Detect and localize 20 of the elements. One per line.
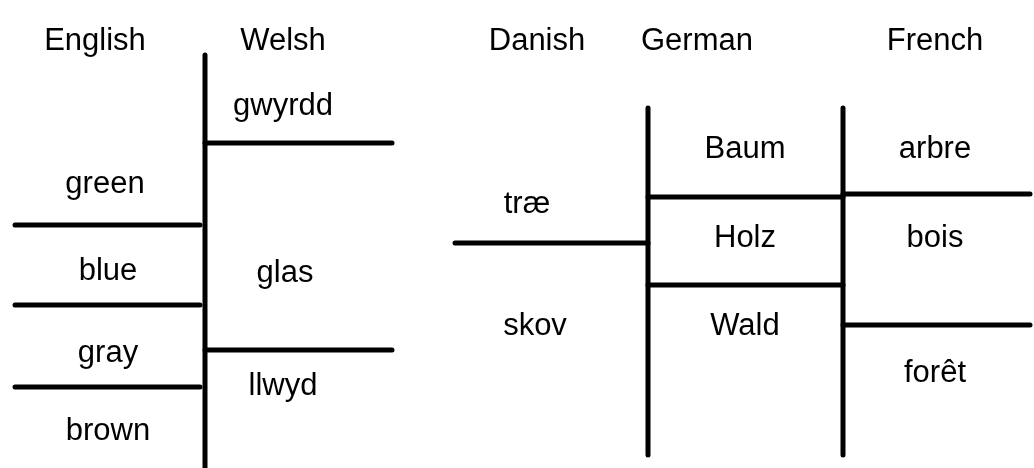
word-label: skov (503, 307, 567, 343)
language-heading: Welsh (240, 22, 326, 58)
language-heading: Danish (488, 22, 586, 58)
language-heading: French (886, 22, 984, 58)
language-heading: German (641, 22, 753, 58)
word-label: brown (65, 412, 151, 448)
word-label: gwyrdd (233, 87, 333, 123)
word-label: træ (503, 185, 551, 221)
word-label: gray (77, 334, 139, 370)
word-label: Holz (714, 219, 776, 255)
word-label: blue (78, 252, 138, 288)
word-label: glas (256, 254, 314, 290)
word-label: green (65, 165, 145, 201)
word-label: bois (906, 219, 964, 255)
word-label: Wald (710, 307, 780, 343)
word-label: Baum (704, 130, 786, 166)
word-label: llwyd (248, 367, 318, 403)
language-heading: English (44, 22, 146, 58)
word-label: forêt (904, 354, 966, 390)
word-label: arbre (898, 130, 972, 166)
